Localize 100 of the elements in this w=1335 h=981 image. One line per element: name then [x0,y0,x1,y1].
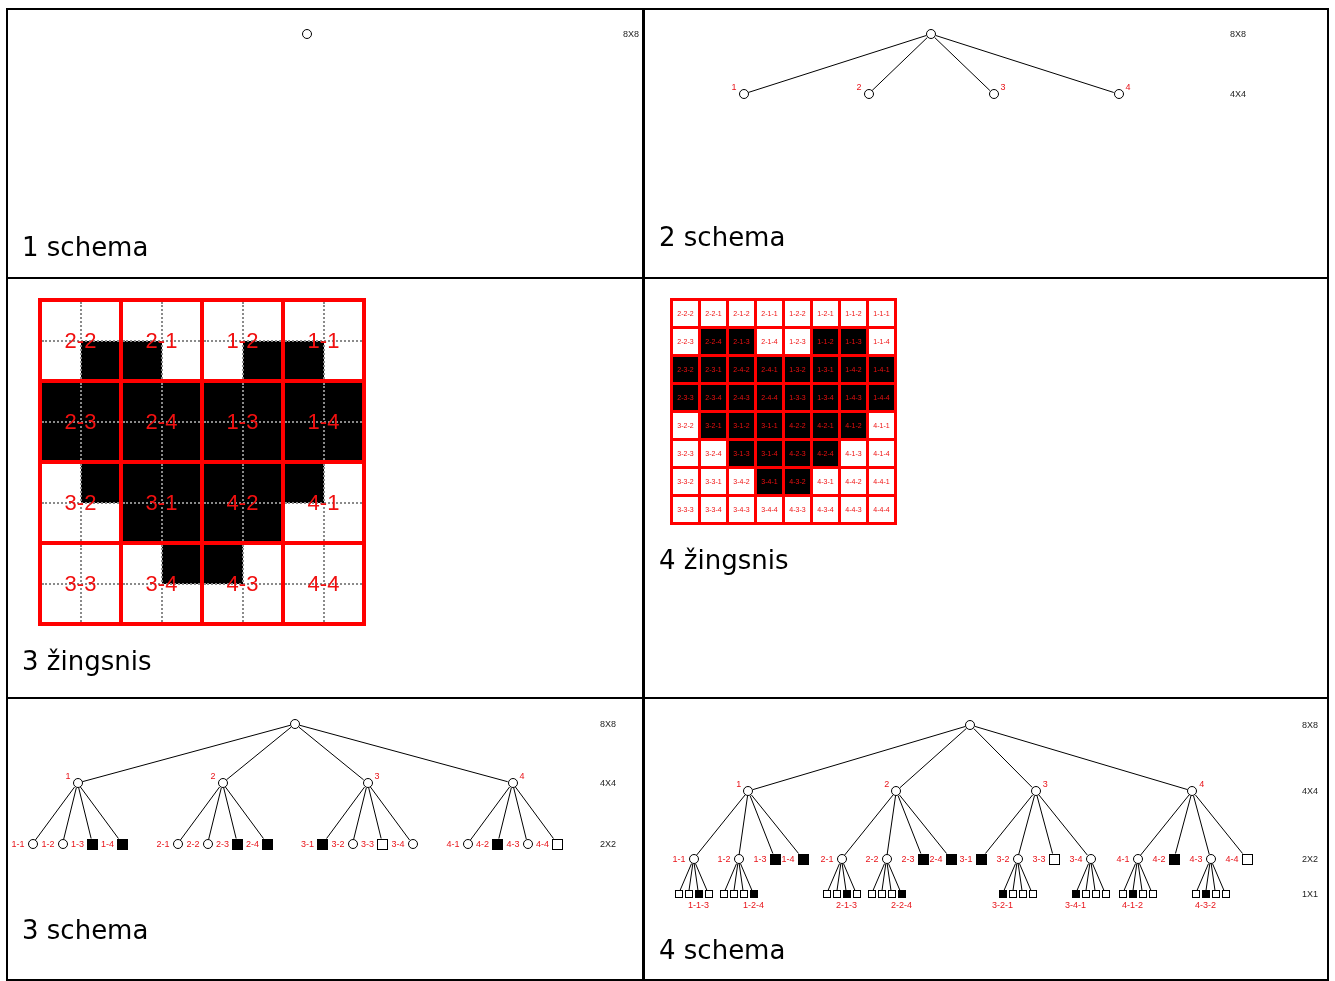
tree-edge [179,786,221,841]
circle-node [462,839,473,849]
tree-edge [733,863,739,891]
circle-node [27,839,38,849]
tree-edge [208,787,222,840]
panel-title: 2 schema [659,222,786,252]
circle-node [217,778,228,788]
circle-node [836,854,847,864]
filled-square-node [842,890,851,898]
tree-edge [973,728,1033,788]
tree-edge [326,786,366,839]
tree-edge [513,787,527,840]
circle-node [172,839,183,849]
node-label: 4-2 [1151,854,1167,864]
circle-node [507,778,518,788]
node-label: 3 [999,82,1007,92]
panel [6,8,644,279]
circle-node [1085,854,1096,864]
node-label: 2-4 [928,854,944,864]
level-label: 8X8 [600,719,616,729]
node-label: 2 [883,779,891,789]
panel [643,697,1329,981]
tree-edge [1091,863,1105,891]
node-label: 4 [1198,779,1206,789]
node-label: 4 [518,771,526,781]
tree-edge [1194,794,1244,854]
circle-node [743,786,754,796]
node-label: 4 [1124,82,1132,92]
tree-edge [298,726,365,781]
tree-edge [898,794,948,854]
filled-square-node [694,890,703,898]
filled-square-node [797,853,809,865]
grid-cell: 1-2 [204,302,281,379]
tree-edge [81,724,291,783]
filled-square-node [232,838,243,850]
node-label: 3-4-1 [1064,900,1087,910]
tree-edge [1210,863,1216,891]
node-label: 4-1 [1115,854,1131,864]
grid-cell: 1-4 [285,383,362,460]
circle-node [202,839,213,849]
tree-edge [498,787,512,839]
grid-cell: 2-2 [42,302,119,379]
level-label: 2X2 [600,839,616,849]
panel [643,277,1329,699]
tree-edge [688,863,694,891]
level-label: 8X8 [623,29,639,39]
circle-node [881,854,892,864]
circle-node [1205,854,1216,864]
filled-square-node [1201,890,1210,898]
tree-edge [299,724,509,783]
node-label: 1-2 [716,854,732,864]
node-label: 4-2 [475,839,490,849]
tree-edge [842,863,856,891]
tree-edge [739,863,753,891]
tree-edge [224,786,264,839]
node-label: 1 [64,771,72,781]
node-label: 4-1-2 [1121,900,1144,910]
tree-edge [1211,863,1225,891]
filled-square-node [1071,890,1080,898]
circle-node [407,839,418,849]
tree-edge [1018,795,1035,855]
grid-cell: 2-4 [123,383,200,460]
grid-cell: 4-2 [204,464,281,541]
node-label: 4-4 [1224,854,1240,864]
filled-square-node [87,838,98,850]
tree-edge [724,863,738,891]
filled-square-node [117,838,128,850]
filled-square-node [262,838,273,850]
circle-node [988,89,999,99]
tree-edge [694,863,708,891]
tree-edge [738,795,749,855]
circle-node [1187,786,1198,796]
node-label: 2-2 [185,839,201,849]
tree-edge [841,863,847,891]
filled-square-node [1168,853,1180,865]
node-label: 1-3 [70,839,85,849]
empty-square-node [552,838,563,850]
node-label: 2-2 [864,854,880,864]
tree-edge [369,786,411,841]
node-label: 3 [1041,779,1049,789]
tree-edge [899,727,967,789]
circle-node [72,778,83,788]
tree-edge [984,794,1034,854]
tree-edge [1085,863,1091,891]
grid-cell: 3-3 [42,545,119,622]
tree-edge [886,795,897,855]
node-label: 2-1 [819,854,835,864]
tree-edge [1205,863,1211,891]
tree-edge [79,786,119,839]
circle-node [733,854,744,864]
node-label: 2-1 [155,839,171,849]
node-label: 4-1 [445,839,461,849]
filled-square-node [897,890,906,898]
tree-edge [1138,863,1152,891]
node-label: 4-4 [535,839,550,849]
node-label: 4-3-2 [1194,900,1217,910]
level-label: 4X4 [600,778,616,788]
tree-edge [747,35,927,93]
level-label: 4X4 [1302,786,1318,796]
node-label: 4-3 [1188,854,1204,864]
